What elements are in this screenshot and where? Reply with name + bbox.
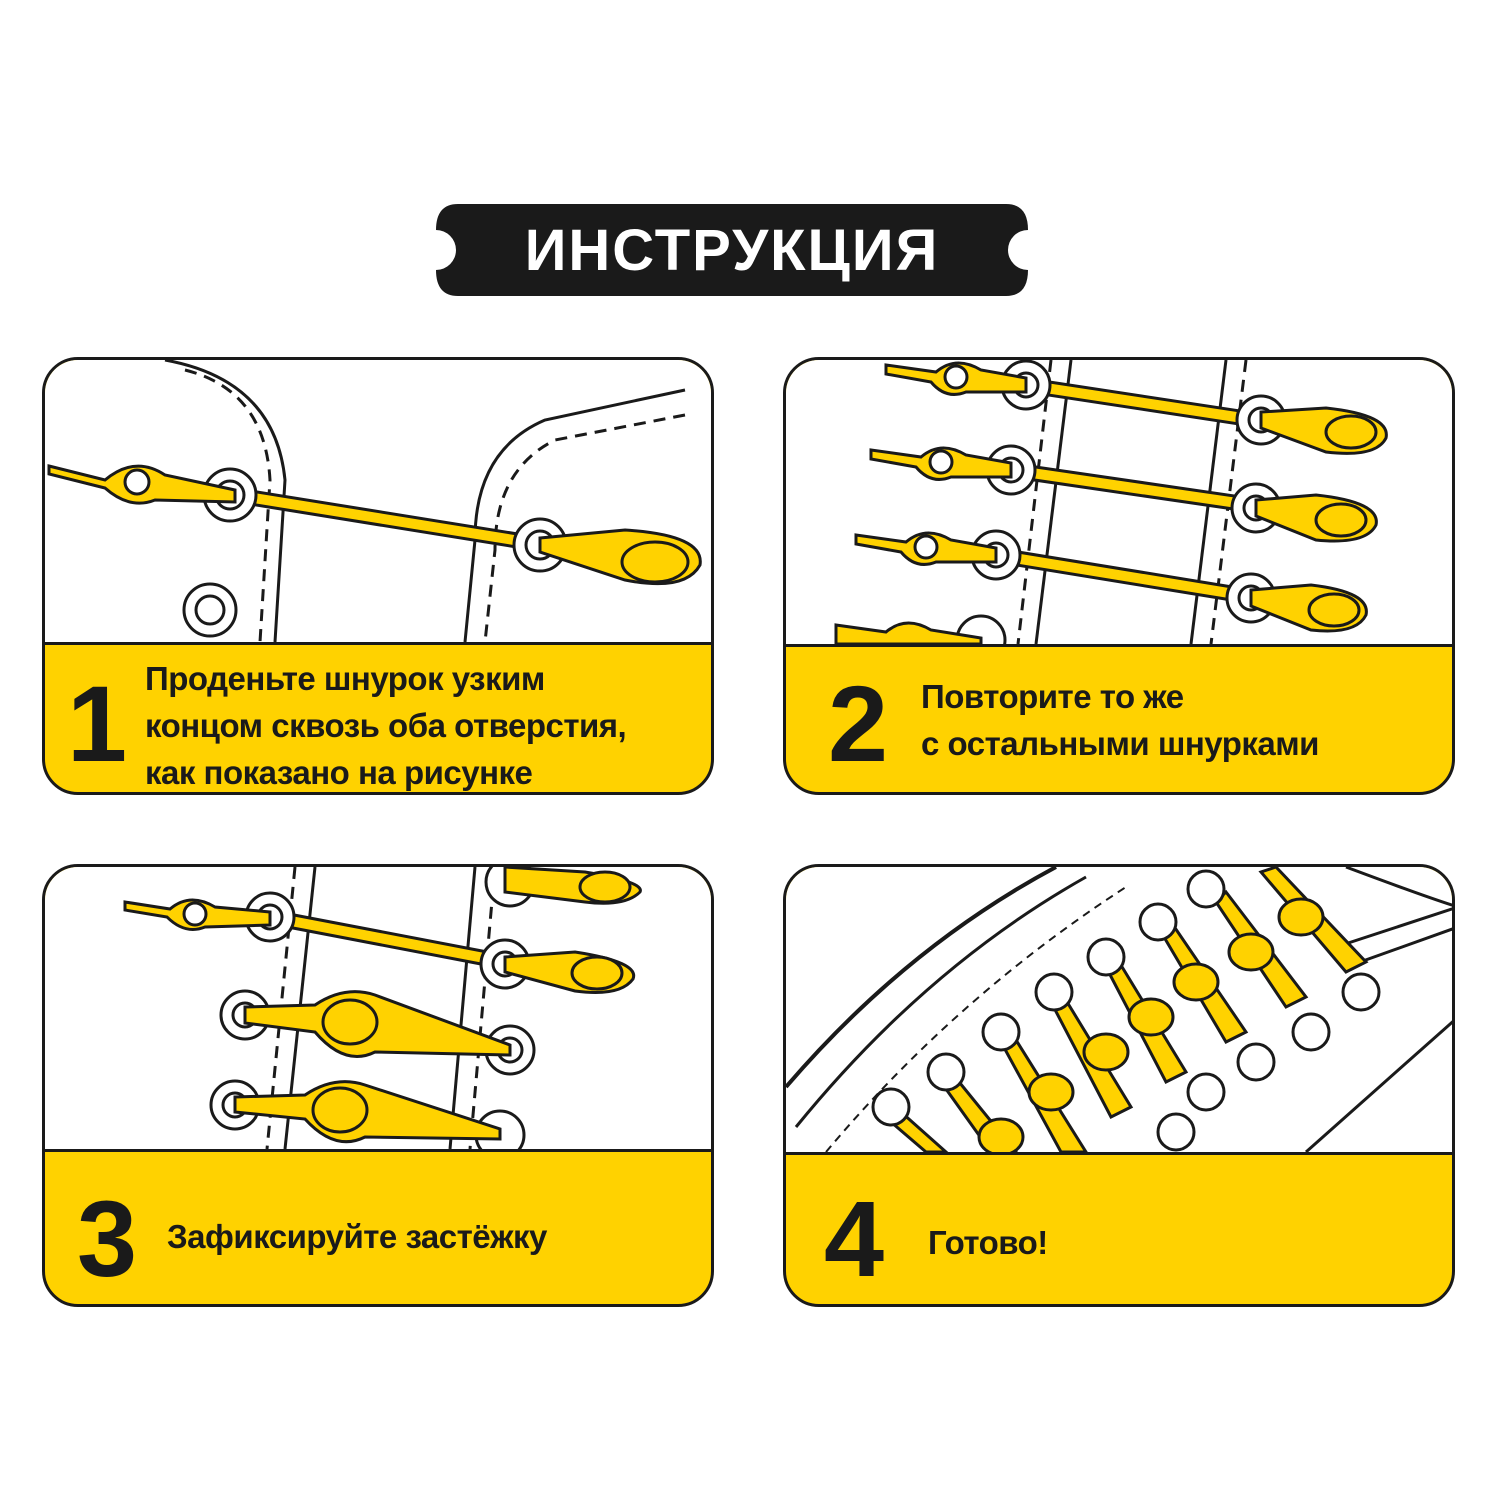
step-2-illustration <box>786 360 1452 647</box>
step-3-panel: 3 Зафиксируйте застёжку <box>42 864 714 1307</box>
step-4-illustration <box>786 867 1452 1155</box>
step-instruction: Повторите то же с остальными шнурками <box>921 673 1319 767</box>
step-4-panel: 4 Готово! <box>783 864 1455 1307</box>
step-1-illustration <box>45 360 711 645</box>
instruction-line: с остальными шнурками <box>921 725 1319 762</box>
step-number: 4 <box>824 1178 885 1299</box>
instruction-line: Проденьте шнурок узким <box>145 660 545 697</box>
title-banner: ИНСТРУКЦИЯ <box>428 200 1036 300</box>
instruction-line: Зафиксируйте застёжку <box>167 1218 547 1255</box>
step-2-panel: 2 Повторите то же с остальными шнурками <box>783 357 1455 795</box>
instruction-line: Повторите то же <box>921 678 1184 715</box>
step-number: 3 <box>77 1178 138 1299</box>
step-instruction: Зафиксируйте застёжку <box>167 1213 547 1260</box>
step-instruction: Проденьте шнурок узким концом сквозь оба… <box>145 655 627 792</box>
step-number: 1 <box>67 663 128 784</box>
step-number: 2 <box>828 663 889 784</box>
page-title: ИНСТРУКЦИЯ <box>524 217 940 283</box>
instruction-line: концом сквозь оба отверстия, <box>145 707 627 744</box>
step-instruction: Готово! <box>928 1219 1048 1266</box>
instruction-line: как показано на рисунке <box>145 754 533 791</box>
banner-shape <box>436 204 1028 296</box>
instruction-line: Готово! <box>928 1224 1048 1261</box>
step-3-illustration <box>45 867 711 1152</box>
step-1-panel: 1 Проденьте шнурок узким концом сквозь о… <box>42 357 714 795</box>
